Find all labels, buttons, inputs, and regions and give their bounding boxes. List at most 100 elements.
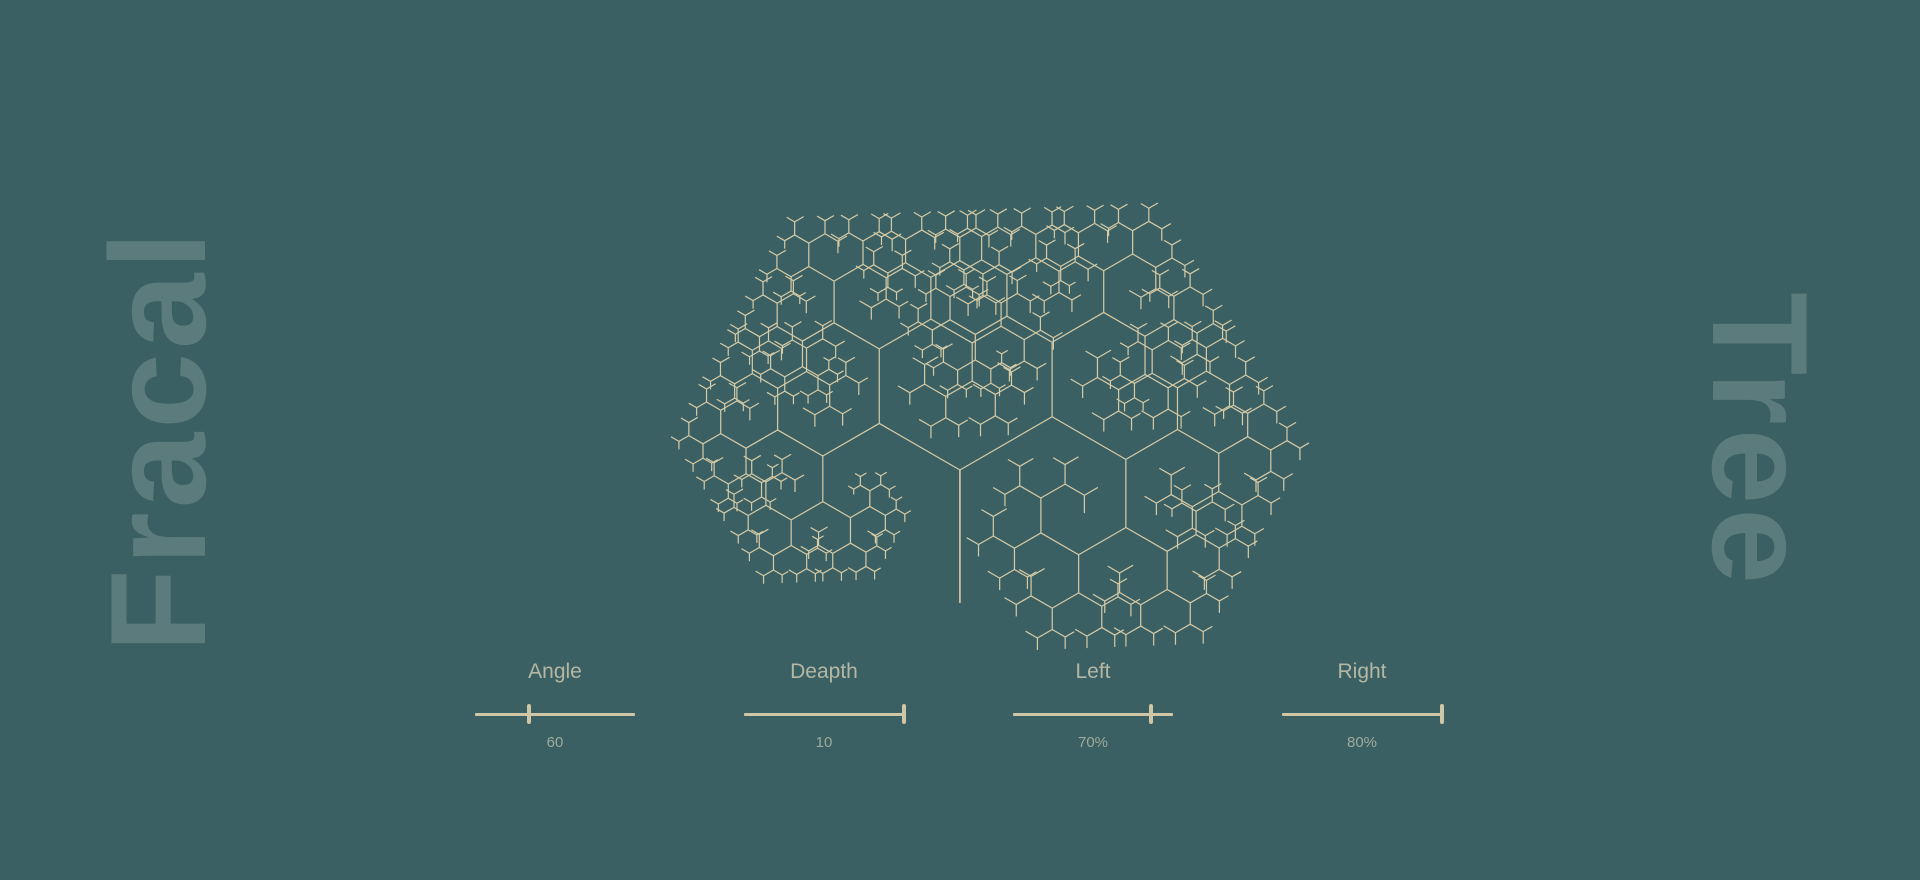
- tree-branch: [993, 508, 1008, 517]
- tree-branch: [1299, 442, 1310, 449]
- tree-branch: [1140, 203, 1150, 209]
- tree-branch: [1171, 257, 1186, 267]
- tree-branch: [1270, 497, 1281, 504]
- tree-branch: [990, 246, 1000, 253]
- tree-branch: [759, 325, 778, 338]
- tree-branch: [959, 227, 977, 238]
- tree-branch: [1101, 596, 1119, 607]
- tree-branch: [1060, 255, 1079, 267]
- tree-branch: [1117, 578, 1128, 585]
- tree-branch: [1085, 350, 1098, 359]
- tree-branch: [871, 533, 878, 538]
- tree-branch: [862, 231, 880, 242]
- tree-branch: [1074, 261, 1089, 270]
- tree-branch: [1051, 206, 1062, 213]
- tree-branch: [823, 356, 830, 362]
- angle-slider[interactable]: [475, 702, 635, 726]
- tree-branch: [760, 368, 771, 375]
- right-slider[interactable]: [1282, 702, 1444, 726]
- tree-branch: [1051, 416, 1127, 460]
- tree-branch: [751, 473, 767, 483]
- tree-branch: [1181, 502, 1197, 512]
- tree-branch: [1206, 592, 1220, 602]
- tree-branch: [1009, 360, 1025, 371]
- left-slider[interactable]: [1013, 702, 1173, 726]
- tree-branch: [945, 210, 955, 217]
- tree-branch: [981, 259, 1008, 275]
- tree-branch: [1180, 410, 1191, 418]
- tree-branch: [975, 315, 1008, 335]
- tree-branch: [1159, 467, 1172, 476]
- right-slider-track[interactable]: [1282, 713, 1442, 716]
- tree-branch: [997, 226, 1012, 236]
- tree-branch: [1204, 483, 1213, 490]
- tree-branch: [759, 350, 769, 357]
- tree-branch: [752, 373, 778, 389]
- tree-branch: [914, 270, 925, 277]
- tree-branch: [850, 505, 871, 519]
- right-slider-thumb[interactable]: [1440, 704, 1444, 724]
- depth-slider-thumb[interactable]: [902, 704, 906, 724]
- depth-slider[interactable]: [744, 702, 906, 726]
- tree-branch: [1023, 329, 1041, 341]
- tree-branch: [1247, 403, 1265, 414]
- tree-branch: [1091, 412, 1105, 421]
- tree-branch: [975, 209, 986, 216]
- tree-branch: [716, 398, 726, 405]
- tree-branch: [1263, 403, 1278, 412]
- tree-branch: [678, 435, 690, 442]
- tree-branch: [710, 375, 721, 382]
- tree-branch: [968, 417, 981, 425]
- left-slider-track[interactable]: [1013, 713, 1173, 716]
- tree-branch: [1097, 349, 1112, 359]
- tree-branch: [1142, 398, 1150, 404]
- tree-branch: [1257, 495, 1272, 504]
- tree-branch: [810, 527, 819, 533]
- control-angle: Angle 60: [470, 658, 640, 751]
- tree-branch: [799, 390, 809, 397]
- tree-branch: [971, 325, 1002, 344]
- tree-branch: [1116, 398, 1125, 404]
- tree-branch: [1125, 526, 1168, 552]
- tree-branch: [835, 340, 846, 347]
- tree-branch: [734, 397, 744, 404]
- tree-branch: [1010, 363, 1017, 369]
- tree-branch: [1084, 486, 1099, 496]
- tree-branch: [876, 533, 884, 538]
- tree-branch: [718, 497, 729, 505]
- tree-branch: [1189, 592, 1207, 604]
- tree-branch: [957, 227, 968, 235]
- tree-branch: [728, 382, 738, 389]
- left-slider-thumb[interactable]: [1148, 704, 1153, 724]
- tree-branch: [720, 375, 735, 385]
- tree-branch: [1063, 205, 1074, 213]
- tree-branch: [1000, 293, 1018, 304]
- angle-slider-track[interactable]: [475, 713, 635, 716]
- tree-branch: [1166, 588, 1191, 604]
- tree-branch: [1127, 341, 1139, 348]
- tree-branch: [1202, 288, 1213, 295]
- depth-label: Deapth: [790, 660, 858, 683]
- tree-branch: [1219, 595, 1229, 602]
- tree-branch: [949, 261, 965, 271]
- tree-branch: [793, 392, 800, 397]
- tree-branch: [1223, 404, 1234, 412]
- tree-branch: [800, 545, 809, 552]
- tree-branch: [1009, 275, 1018, 281]
- angle-slider-thumb[interactable]: [527, 704, 532, 724]
- tree-branch: [913, 211, 923, 218]
- depth-slider-track[interactable]: [744, 713, 904, 716]
- tree-branch: [1196, 380, 1207, 387]
- tree-branch: [1134, 372, 1153, 384]
- left-label: Left: [1075, 660, 1111, 683]
- tree-branch: [743, 399, 750, 404]
- tree-branch: [1170, 466, 1186, 476]
- tree-branch: [902, 249, 912, 256]
- tree-branch: [752, 369, 761, 375]
- tree-branch: [830, 233, 840, 240]
- tree-branch: [688, 435, 704, 445]
- tree-branch: [723, 506, 735, 514]
- tree-branch: [907, 321, 919, 329]
- tree-branch: [869, 287, 879, 294]
- tree-branch: [777, 429, 824, 457]
